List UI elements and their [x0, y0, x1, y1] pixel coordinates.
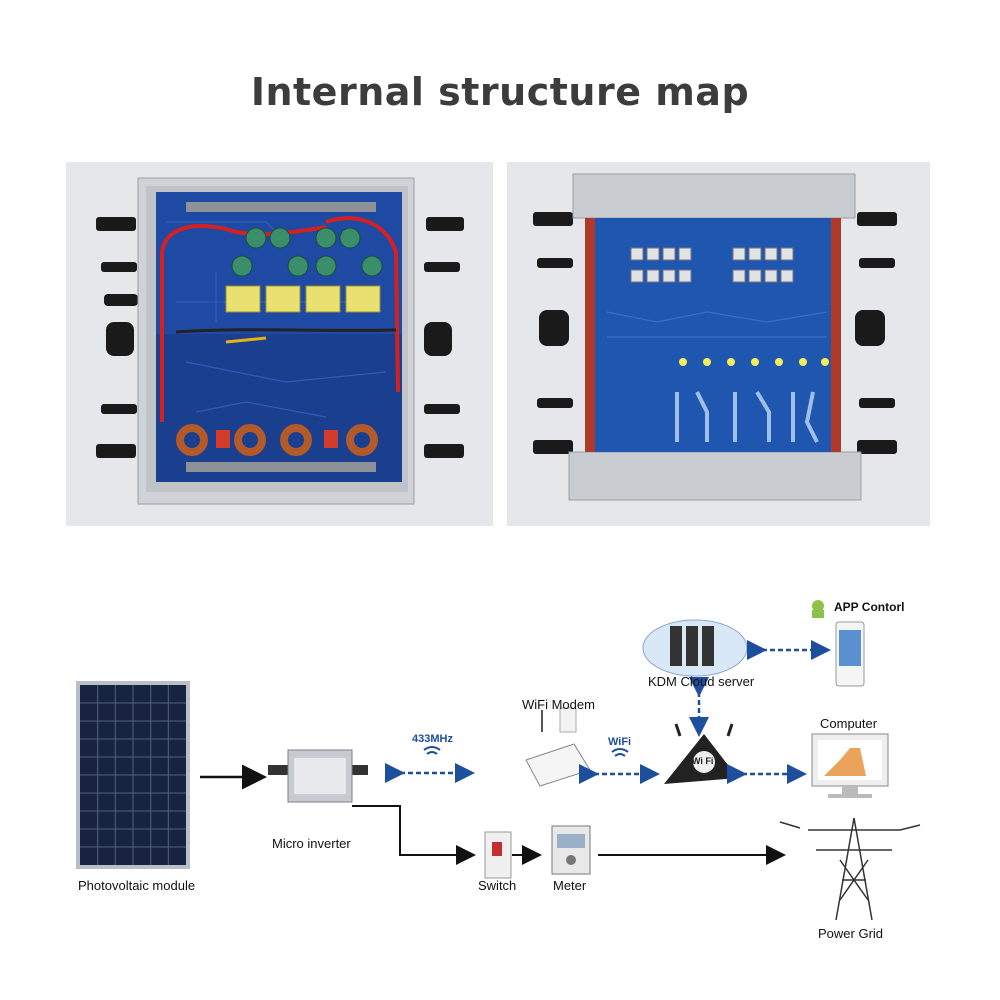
pv-module-label: Photovoltaic module: [78, 878, 196, 893]
power-grid-label: Power Grid: [818, 926, 884, 941]
wifi-signal-icon: [611, 748, 629, 757]
solar-panel-icon: [76, 681, 190, 869]
micro-inverter-icon: [268, 749, 368, 803]
cloud-server-label: KDM Cloud server: [648, 674, 755, 689]
app-control-label: APP Contorl: [834, 600, 905, 614]
wifi-signal-icon: [423, 746, 441, 755]
wifi-modem-icon: [525, 707, 591, 787]
meter-icon: [551, 825, 591, 875]
switch-icon: [484, 831, 512, 879]
page-title: Internal structure map: [250, 70, 750, 114]
android-icon: [812, 600, 824, 618]
computer-label: Computer: [820, 716, 878, 731]
wifi-modem-label: WiFi Modem: [522, 697, 595, 712]
rf-link-label: 433MHz: [412, 733, 453, 745]
router-icon: [664, 723, 738, 784]
computer-icon: [811, 733, 889, 798]
inverter-internal-photo-front: [66, 162, 493, 526]
system-diagram: Photovoltaic module Micro inverter 433MH…: [0, 560, 1000, 1000]
smartphone-icon: [835, 621, 865, 687]
switch-label: Switch: [478, 878, 517, 893]
power-grid-icon: [779, 817, 921, 921]
wifi-link-label: WiFi: [608, 736, 632, 748]
meter-label: Meter: [553, 878, 587, 893]
router-text: Wi Fi: [692, 756, 714, 766]
micro-inverter-label: Micro inverter: [272, 836, 351, 851]
inverter-internal-photo-back: [507, 162, 930, 526]
cloud-server-icon: [642, 619, 748, 677]
